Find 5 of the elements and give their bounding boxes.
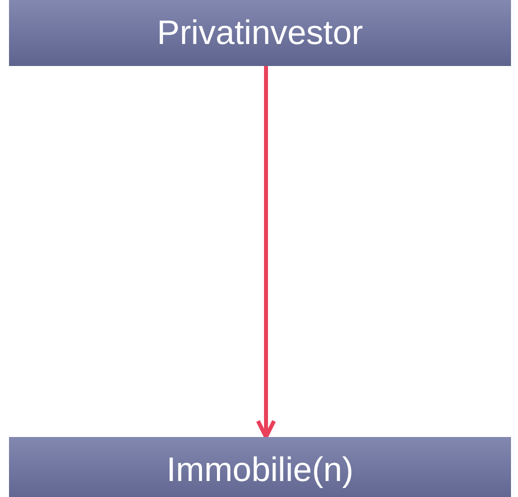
title-bar	[9, 0, 511, 66]
bar-label: Privatinvestor	[157, 14, 363, 52]
bar-label: Immobilie(n)	[166, 450, 354, 490]
title-bar	[9, 437, 511, 497]
arrow	[256, 66, 276, 439]
